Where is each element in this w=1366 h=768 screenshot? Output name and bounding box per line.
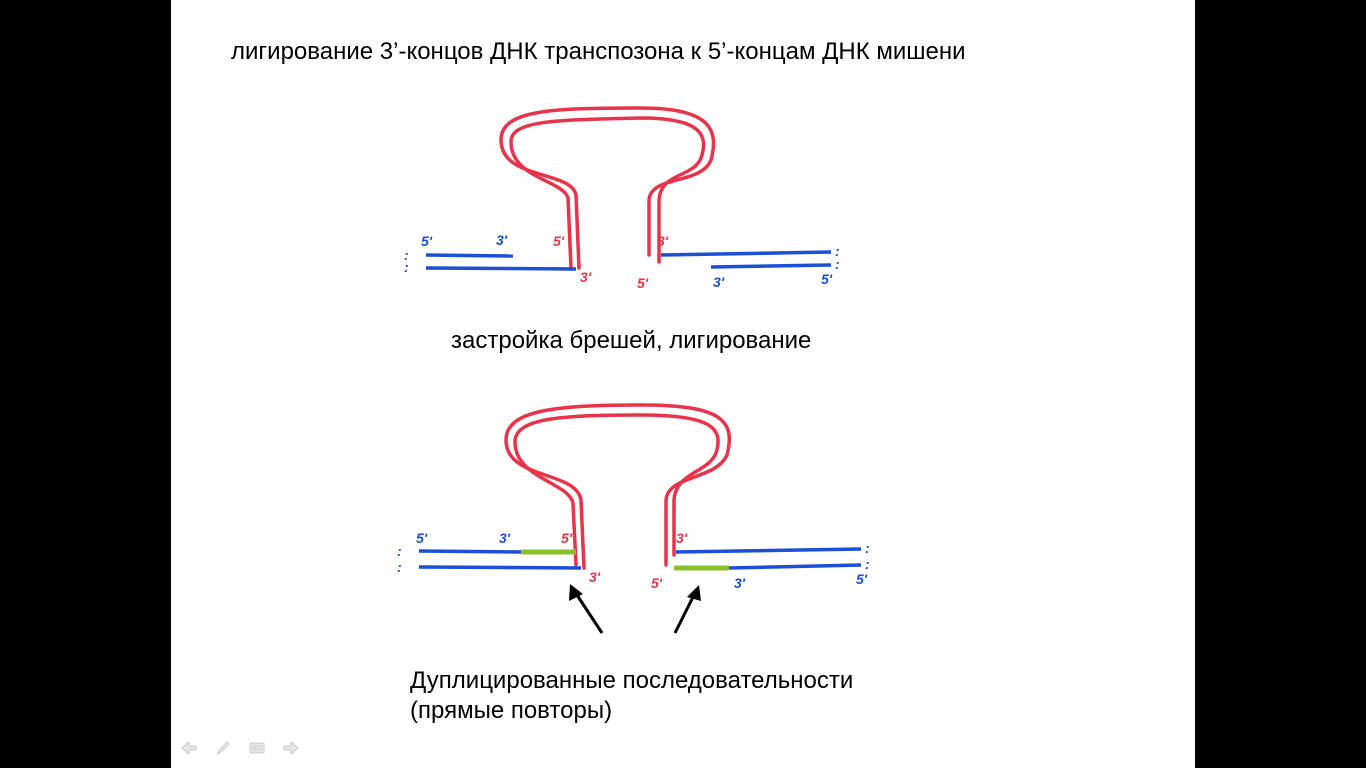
dots-right-2: : [835, 256, 840, 272]
transposon-strand-outer-top [499, 106, 716, 270]
dots-left-2: : [404, 259, 409, 275]
label-5prime-transposon-right-2: 5' [651, 575, 663, 591]
dots-left-1: : [404, 247, 409, 263]
dots-left-3: : [397, 543, 402, 559]
forward-arrow-icon[interactable] [281, 738, 301, 758]
back-arrow-icon[interactable] [179, 738, 199, 758]
target-dna-right-top-strand [660, 250, 832, 257]
target-dna-left-top-strand-2 [418, 549, 522, 554]
bottom-diagram: 5' 3' 5' 3' 3' 5' 3' 5' : : : : [397, 403, 870, 634]
menu-icon[interactable] [247, 738, 267, 758]
arrow-right [673, 585, 701, 634]
label-3prime-transposon-left-2: 3' [589, 569, 601, 585]
label-3prime-left-2: 3' [499, 530, 511, 546]
arrow-left [569, 584, 604, 634]
target-dna-left-bottom-strand [425, 266, 577, 271]
slideshow-controls [179, 738, 301, 758]
label-5prime-left: 5' [421, 233, 433, 249]
top-diagram: 5' 3' 5' 3' 3' 5' 3' 5' : : : : [404, 106, 840, 291]
label-5prime-transposon-left: 5' [553, 233, 565, 249]
transposition-diagram: 5' 3' 5' 3' 3' 5' 3' 5' : : : : 5' 3' 5' [397, 106, 870, 634]
label-3prime-transposon-right-2: 3' [676, 530, 688, 546]
dots-left-4: : [397, 559, 402, 575]
transposon-strand-inner-top [509, 116, 706, 270]
target-dna-right-bottom-strand [710, 263, 832, 269]
target-dna-right-top-strand-2 [675, 547, 862, 554]
dots-right-3: : [865, 540, 870, 556]
label-3prime-left: 3' [496, 232, 508, 248]
label-5prime-left-2: 5' [416, 530, 428, 546]
label-3prime-transposon-right: 3' [657, 233, 669, 249]
target-dna-left-top-strand [425, 253, 514, 258]
dots-right-4: : [865, 556, 870, 572]
label-3prime-transposon-left: 3' [580, 269, 592, 285]
gap-filling-caption: застройка брешей, лигирование [451, 327, 812, 354]
label-5prime-right-2: 5' [856, 571, 868, 587]
duplicated-sequences-note: Дуплицированные последовательности (прям… [410, 666, 853, 726]
label-5prime-transposon-right: 5' [637, 275, 649, 291]
pen-icon[interactable] [213, 738, 233, 758]
label-3prime-right-2: 3' [734, 575, 746, 591]
note-line-2: (прямые повторы) [410, 697, 613, 724]
transposon-strand-outer-bottom [504, 403, 732, 570]
slide: лигирование 3’-концов ДНК транспозона к … [171, 0, 1195, 768]
slide-title: лигирование 3’-концов ДНК транспозона к … [231, 38, 966, 65]
note-line-1: Дуплицированные последовательности [410, 667, 854, 694]
transposon-strand-inner-bottom [513, 413, 720, 567]
label-5prime-transposon-left-2: 5' [561, 530, 573, 546]
dots-right-1: : [835, 243, 840, 259]
target-dna-left-bottom-strand-2 [418, 565, 582, 570]
label-3prime-right: 3' [713, 274, 725, 290]
label-5prime-right: 5' [821, 271, 833, 287]
target-dna-right-bottom-strand-2 [728, 563, 862, 570]
